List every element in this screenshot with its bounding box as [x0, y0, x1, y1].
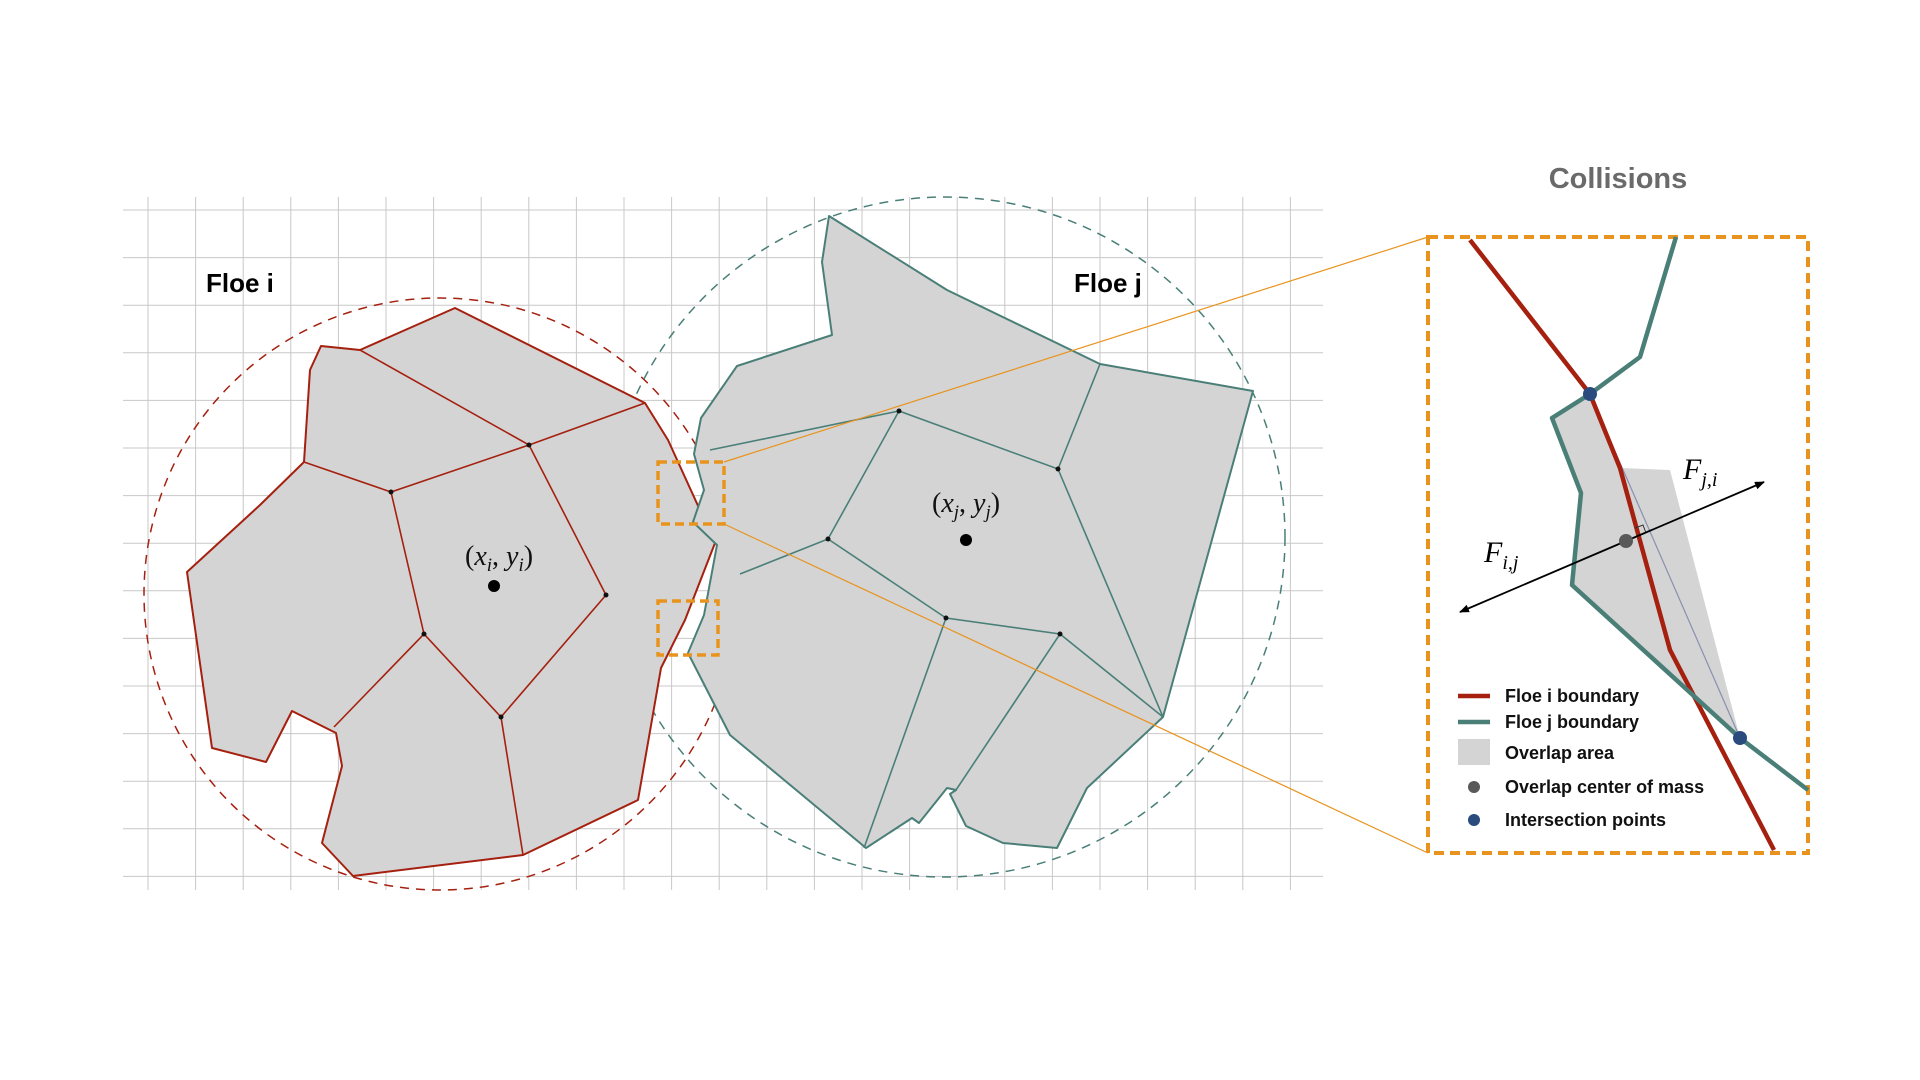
legend-label-floe-i: Floe i boundary: [1505, 686, 1639, 706]
floe-j-label: Floe j: [1074, 268, 1142, 298]
collision-highlight-box-lower: [656, 599, 720, 657]
intersection-point-top: [1583, 387, 1597, 401]
legend-swatch-center-of-mass: [1468, 781, 1480, 793]
legend-swatch-intersection: [1468, 814, 1480, 826]
zoom-connector-top: [723, 236, 1429, 463]
floe-i-label: Floe i: [206, 268, 274, 298]
floe-j-bounding-circle: [604, 196, 1286, 878]
legend-label-floe-j: Floe j boundary: [1505, 712, 1639, 732]
floe-j-polygon: [687, 215, 1254, 849]
floe-j-internal-edges: [709, 363, 1164, 849]
legend-label-overlap: Overlap area: [1505, 743, 1615, 763]
legend-label-intersection: Intersection points: [1505, 810, 1666, 830]
floe-i-vertices: [388, 442, 609, 720]
legend-label-center-of-mass: Overlap center of mass: [1505, 777, 1704, 797]
overlap-center-of-mass: [1619, 534, 1633, 548]
right-angle-marker: [1634, 524, 1647, 534]
intersection-point-bottom: [1733, 731, 1747, 745]
collisions-title: Collisions: [1549, 163, 1688, 195]
legend-swatch-overlap: [1458, 739, 1490, 765]
floe-i-centroid-label: (xi, yi): [465, 541, 533, 576]
floe-j-centroid-dot: [960, 534, 972, 546]
floe-j-boundary-zoom: [1549, 236, 1810, 792]
floe-j-centroid-label: (xj, yj): [932, 488, 1000, 523]
collision-highlight-box-upper: [656, 460, 726, 526]
force-label-ij: Fi,j: [1483, 536, 1519, 574]
floe-i-centroid-dot: [488, 580, 500, 592]
force-label-ji: Fj,i: [1682, 453, 1717, 491]
floe-j-vertices: [825, 408, 1063, 637]
zoom-connector-bottom: [723, 523, 1429, 854]
force-arrow-ji: [1625, 481, 1765, 542]
legend: Floe i boundary Floe j boundary Overlap …: [1458, 686, 1704, 830]
floe-i-boundary-zoom: [1468, 238, 1776, 852]
force-arrow-ij: [1459, 540, 1627, 613]
floe-i-polygon: [186, 307, 716, 877]
zoom-inset: Fi,j Fj,i Floe i boundary Floe j boundar…: [1426, 235, 1810, 855]
